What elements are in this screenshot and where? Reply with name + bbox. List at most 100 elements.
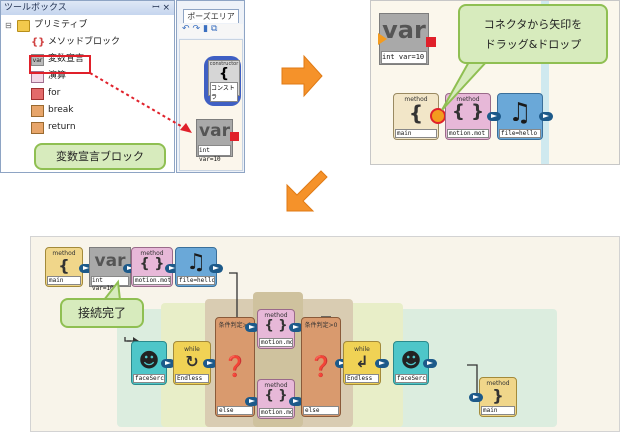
var-block-out-connector[interactable]	[230, 132, 239, 141]
motion-field: motion.mot	[259, 408, 293, 417]
tree-item-variable-declaration[interactable]: var 変数宣言	[1, 51, 174, 68]
if-field: else	[217, 406, 253, 415]
connector[interactable]	[245, 323, 259, 332]
face-search-block-2[interactable]: ☻ faceSerch:	[393, 341, 429, 385]
drag-drop-callout: コネクタから矢印を ドラッグ&ドロップ	[458, 4, 608, 64]
face-icon: ☻	[400, 348, 422, 372]
constructor-block-field: コンストラ	[210, 82, 238, 102]
connector[interactable]	[245, 397, 259, 406]
connector[interactable]	[209, 264, 223, 273]
undo-icon[interactable]: ↶	[182, 24, 193, 34]
connector[interactable]	[539, 112, 553, 121]
motion-field: motion.mot	[259, 338, 293, 347]
if-start-block[interactable]: 条件判定>0 ❓ else	[215, 317, 255, 417]
method-icon: {}	[31, 37, 46, 48]
tree-item-calc[interactable]: 演算	[1, 68, 174, 85]
music-field: file=hello	[499, 129, 541, 138]
constructor-block[interactable]: constructor { コンストラ	[208, 60, 240, 102]
toolbox-title: ツールボックス	[4, 3, 67, 13]
loop-end-icon: ↲	[355, 352, 369, 371]
method-label: method	[404, 96, 428, 103]
connector[interactable]	[161, 359, 175, 368]
music-field: file=hello	[177, 276, 215, 285]
drag-drop-callout-line1: コネクタから矢印を	[483, 18, 583, 31]
tree-collapse-icon[interactable]: ⊟	[5, 21, 12, 30]
folder-icon	[17, 20, 30, 32]
connector[interactable]	[165, 264, 179, 273]
connector[interactable]	[335, 359, 349, 368]
right-arrow-icon	[281, 54, 323, 98]
connector[interactable]	[289, 397, 303, 406]
connector[interactable]	[487, 112, 501, 121]
motion-field: motion.mot	[133, 276, 171, 285]
method-label: method	[486, 380, 510, 387]
method-out-connector-highlight[interactable]	[430, 108, 446, 124]
connector[interactable]	[289, 323, 303, 332]
while-end-block[interactable]: while ↲ Endless	[343, 341, 381, 385]
if-end-block[interactable]: 条件判定>0 ❓ else	[301, 317, 341, 417]
motion-label: method	[140, 250, 164, 257]
connector[interactable]	[469, 393, 483, 402]
if-label: 条件判定>0	[304, 322, 338, 329]
tab-pause-area[interactable]: ポーズエリア	[183, 9, 239, 23]
if-label: 条件判定>0	[218, 322, 252, 329]
result-panel: method { main var int var=10 method { } …	[30, 236, 620, 432]
toolbox-title-bar: ツールボックス ꟷ ×	[1, 1, 174, 15]
motion-block[interactable]: method { } motion.mot	[131, 247, 173, 287]
redo-icon[interactable]: ↷	[192, 24, 204, 34]
toolbox-window-controls[interactable]: ꟷ ×	[152, 3, 170, 13]
tree-item-return[interactable]: return	[1, 119, 174, 136]
method-start-block[interactable]: method { main	[45, 247, 83, 287]
connector[interactable]	[123, 264, 137, 273]
motion-false-block[interactable]: method { } motion.mot	[257, 379, 295, 419]
lane-strip	[541, 1, 549, 164]
question-icon: ❓	[308, 354, 334, 378]
tree-item-break[interactable]: break	[1, 102, 174, 119]
motion-true-block[interactable]: method { } motion.mot	[257, 309, 295, 349]
connector[interactable]	[375, 359, 389, 368]
motion-glyph: { }	[264, 318, 288, 333]
tree-item-for[interactable]: for	[1, 85, 174, 102]
tree-item-method-block[interactable]: {} メソッドブロック	[1, 34, 174, 51]
for-icon	[31, 88, 44, 100]
music-note-icon: ♫	[186, 250, 206, 275]
question-icon: ❓	[222, 354, 248, 378]
method-label: method	[52, 250, 76, 257]
while-field: Endless	[345, 374, 379, 383]
dragged-var-block[interactable]: var int var=10	[196, 119, 233, 163]
var-block[interactable]: var int var=10	[379, 13, 429, 65]
constructor-block-glyph: {	[219, 66, 229, 82]
drag-drop-callout-line2: ドラッグ&ドロップ	[484, 38, 582, 51]
delete-icon[interactable]: ▮	[203, 24, 212, 34]
copy-icon[interactable]: ⧉	[211, 24, 221, 34]
face-field: faceSerch:	[133, 374, 165, 383]
complete-callout: 接続完了	[60, 298, 144, 328]
motion-glyph: { }	[264, 388, 288, 403]
tree-item-label: return	[48, 122, 76, 132]
tree-item-label: プリミティブ	[34, 20, 88, 30]
tree-item-primitive[interactable]: ⊟ プリミティブ	[1, 17, 174, 34]
selection-highlight	[29, 55, 91, 74]
connector[interactable]	[423, 359, 437, 368]
toolbox-tree: ⊟ プリミティブ {} メソッドブロック var 変数宣言 演算 for bre…	[1, 17, 174, 136]
music-block[interactable]: ♫ file=hello	[497, 93, 543, 140]
connector[interactable]	[79, 264, 93, 273]
var-block-field: int var=10	[91, 276, 129, 292]
var-out-connector[interactable]	[426, 37, 436, 47]
connector[interactable]	[203, 359, 217, 368]
method-field: main	[47, 276, 81, 285]
method-glyph: {	[58, 256, 70, 275]
method-block[interactable]: method { main	[393, 93, 439, 140]
method-end-block[interactable]: method } main	[479, 377, 517, 417]
tree-item-label: メソッドブロック	[48, 37, 121, 47]
method-field: main	[395, 129, 437, 138]
tree-item-label: 変数宣言	[48, 54, 85, 64]
while-label: while	[354, 346, 370, 353]
method-field: main	[481, 406, 515, 415]
motion-glyph: { }	[139, 256, 165, 272]
motion-block[interactable]: method { } motion.mot	[445, 93, 491, 140]
motion-label: method	[264, 312, 288, 319]
var-icon: var	[31, 54, 44, 66]
var-in-connector[interactable]	[378, 33, 387, 45]
face-field: faceSerch:	[395, 374, 427, 383]
